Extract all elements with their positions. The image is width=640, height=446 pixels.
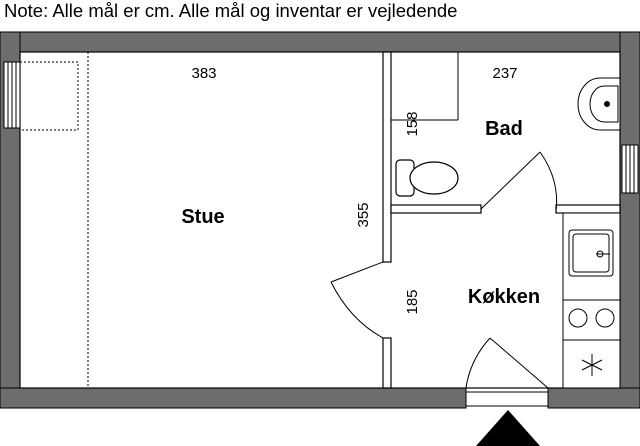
note-text: Note: Alle mål er cm. Alle mål og invent… (4, 0, 458, 21)
fridge-icon (562, 339, 621, 389)
interior-walls (382, 51, 621, 389)
toilet-icon (395, 159, 459, 197)
door-kokken-bad (480, 151, 558, 213)
wall-stue-kokken (382, 337, 392, 389)
room-label-kokken: Køkken (468, 286, 540, 308)
wall-bad-kokken (390, 204, 482, 214)
stove-burner-icon (562, 299, 621, 341)
wall-stue-bad (382, 51, 392, 263)
dimension-stue-width: 383 (191, 65, 216, 82)
wash-basin-icon (577, 77, 621, 131)
wall-bad-kokken-right (555, 204, 621, 214)
entrance-arrow-icon (476, 410, 540, 446)
window-left (3, 61, 21, 129)
door-stue-kokken (330, 261, 384, 339)
stue-dashed-outline (19, 52, 89, 388)
wall-right (619, 31, 640, 409)
outer-walls (0, 31, 640, 409)
room-label-stue: Stue (181, 206, 224, 228)
dimension-bad-height: 158 (404, 111, 421, 136)
kitchen-counter (562, 212, 621, 389)
kitchen-sink-icon (568, 229, 614, 277)
dimension-stue-height: 355 (355, 202, 372, 227)
dimension-bad-width: 237 (492, 65, 517, 82)
dimension-kokken-height: 185 (404, 289, 421, 314)
window-right (621, 144, 639, 194)
wall-bottom-left (0, 387, 467, 409)
room-label-bad: Bad (485, 118, 523, 140)
wall-top (0, 31, 640, 53)
door-entrance (465, 337, 549, 407)
wall-bottom-right (547, 387, 640, 409)
